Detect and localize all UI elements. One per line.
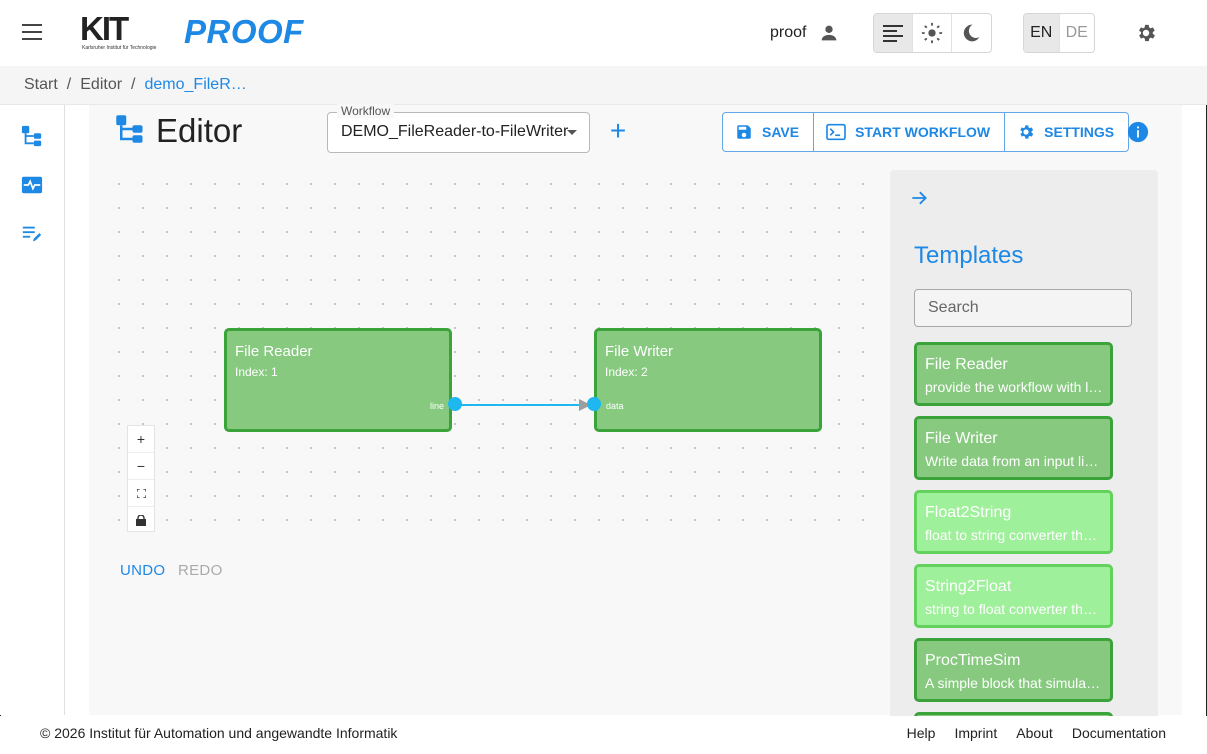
node-title: File Writer xyxy=(605,343,674,360)
language-de-button[interactable]: DE xyxy=(1065,24,1088,41)
save-button[interactable]: SAVE xyxy=(723,113,815,151)
page-title: Editor xyxy=(156,112,243,149)
settings-gear-icon[interactable] xyxy=(1135,22,1157,44)
language-toggle-group: EN DE xyxy=(1023,13,1095,53)
save-icon xyxy=(737,125,751,139)
chevron-down-icon xyxy=(567,130,577,135)
template-description: A simple block that simula… xyxy=(925,675,1101,691)
workflow-select[interactable]: DEMO_FileReader-to-FileWriter xyxy=(327,112,590,153)
logo-subtext: Karlsruher Institut für Technologie xyxy=(82,45,157,51)
text-align-icon xyxy=(883,25,903,42)
output-port-label: line xyxy=(430,401,445,411)
save-label: SAVE xyxy=(762,124,800,140)
edit-notes-nav-icon[interactable] xyxy=(21,223,43,245)
breadcrumb-current[interactable]: demo_FileR… xyxy=(144,76,247,93)
terminal-icon xyxy=(826,123,846,141)
theme-light-button[interactable] xyxy=(913,14,952,52)
fit-view-button[interactable] xyxy=(128,480,154,507)
node-index: Index: 1 xyxy=(235,365,278,379)
settings-label: SETTINGS xyxy=(1044,124,1115,140)
template-title: ProcTimeSim xyxy=(925,652,1021,669)
template-title: Float2String xyxy=(925,504,1012,521)
node-title: File Reader xyxy=(235,343,313,360)
side-navigation xyxy=(0,105,65,715)
theme-toggle-group xyxy=(873,13,992,53)
username: proof xyxy=(770,24,807,41)
footer-links: Help Imprint About Documentation xyxy=(907,725,1166,741)
footer-link-about[interactable]: About xyxy=(1016,725,1053,741)
footer-link-imprint[interactable]: Imprint xyxy=(954,725,998,741)
app-title: PROOF xyxy=(184,13,304,50)
start-workflow-button[interactable]: START WORKFLOW xyxy=(814,113,1006,151)
theme-dark-button[interactable] xyxy=(952,14,990,52)
logo-text: KIT xyxy=(80,10,129,47)
output-port-line[interactable] xyxy=(448,397,462,411)
breadcrumb: Start / Editor / demo_FileR… xyxy=(24,76,247,94)
template-card-file-writer[interactable]: File Writer Write data from an input lin… xyxy=(914,416,1113,480)
workflow-editor-nav-icon[interactable] xyxy=(21,125,43,147)
zoom-controls: + − xyxy=(127,425,155,532)
template-card-string2float[interactable]: String2Float string to float converter t… xyxy=(914,564,1113,628)
editor-page-icon xyxy=(116,115,143,143)
workflow-settings-button[interactable]: SETTINGS xyxy=(1005,113,1128,151)
monitoring-nav-icon[interactable] xyxy=(21,174,43,196)
lock-icon xyxy=(136,514,146,526)
menu-icon[interactable] xyxy=(22,24,42,42)
workflow-node-file-writer[interactable]: File Writer Index: 2 data xyxy=(594,328,822,432)
info-icon[interactable] xyxy=(1127,121,1149,143)
workflow-node-file-reader[interactable]: File Reader Index: 1 line xyxy=(224,328,452,432)
template-card-partial[interactable] xyxy=(914,712,1113,716)
redo-button: REDO xyxy=(178,562,223,579)
zoom-out-button[interactable]: − xyxy=(128,453,154,480)
template-description: provide the workflow with l… xyxy=(925,379,1103,395)
top-app-bar: KIT Karlsruher Institut für Technologie … xyxy=(0,0,1207,66)
fit-view-icon xyxy=(136,488,146,498)
theme-auto-button[interactable] xyxy=(874,14,913,52)
input-port-label: data xyxy=(606,401,624,411)
templates-title: Templates xyxy=(914,242,1024,269)
workflow-select-label: Workflow xyxy=(337,104,395,118)
footer-link-help[interactable]: Help xyxy=(906,725,936,741)
template-title: File Writer xyxy=(925,430,998,447)
template-title: String2Float xyxy=(925,578,1012,595)
add-workflow-button[interactable]: + xyxy=(609,115,627,146)
connection-edge[interactable] xyxy=(455,396,595,414)
template-description: float to string converter th… xyxy=(925,527,1097,543)
template-card-file-reader[interactable]: File Reader provide the workflow with l… xyxy=(914,342,1113,406)
template-card-float2string[interactable]: Float2String float to string converter t… xyxy=(914,490,1113,554)
editor-actions: SAVE START WORKFLOW SETTINGS xyxy=(722,112,1130,152)
input-port-data[interactable] xyxy=(587,397,601,411)
language-en-button[interactable]: EN xyxy=(1024,14,1060,52)
undo-button[interactable]: UNDO xyxy=(120,562,166,579)
copyright-text: © 2026 Institut für Automation und angew… xyxy=(40,725,398,741)
templates-search-input[interactable] xyxy=(914,289,1132,327)
gear-icon xyxy=(1020,125,1034,139)
kit-logo: KIT Karlsruher Institut für Technologie xyxy=(80,10,162,52)
breadcrumb-editor[interactable]: Editor xyxy=(80,76,123,93)
template-description: Write data from an input lin… xyxy=(925,453,1105,469)
breadcrumb-separator: / xyxy=(131,76,136,93)
workflow-select-value: DEMO_FileReader-to-FileWriter xyxy=(341,123,569,140)
breadcrumb-separator: / xyxy=(66,76,72,93)
breadcrumb-start[interactable]: Start xyxy=(24,76,58,93)
breadcrumb-bar: Start / Editor / demo_FileR… xyxy=(0,66,1207,105)
toggle-interactivity-button[interactable] xyxy=(128,507,154,533)
node-index: Index: 2 xyxy=(605,365,648,379)
footer: © 2026 Institut für Automation und angew… xyxy=(0,716,1207,754)
zoom-in-button[interactable]: + xyxy=(128,426,154,453)
template-card-proctimesim[interactable]: ProcTimeSim A simple block that simula… xyxy=(914,638,1113,702)
footer-link-documentation[interactable]: Documentation xyxy=(1071,725,1166,741)
template-description: string to float converter th… xyxy=(925,601,1097,617)
moon-icon xyxy=(963,24,980,42)
account-icon[interactable] xyxy=(818,22,840,44)
template-title: File Reader xyxy=(925,356,1008,373)
templates-panel: Templates File Reader provide the workfl… xyxy=(890,170,1158,716)
arrow-right-icon[interactable] xyxy=(909,188,929,208)
start-workflow-label: START WORKFLOW xyxy=(855,124,991,140)
sun-icon xyxy=(921,22,943,44)
